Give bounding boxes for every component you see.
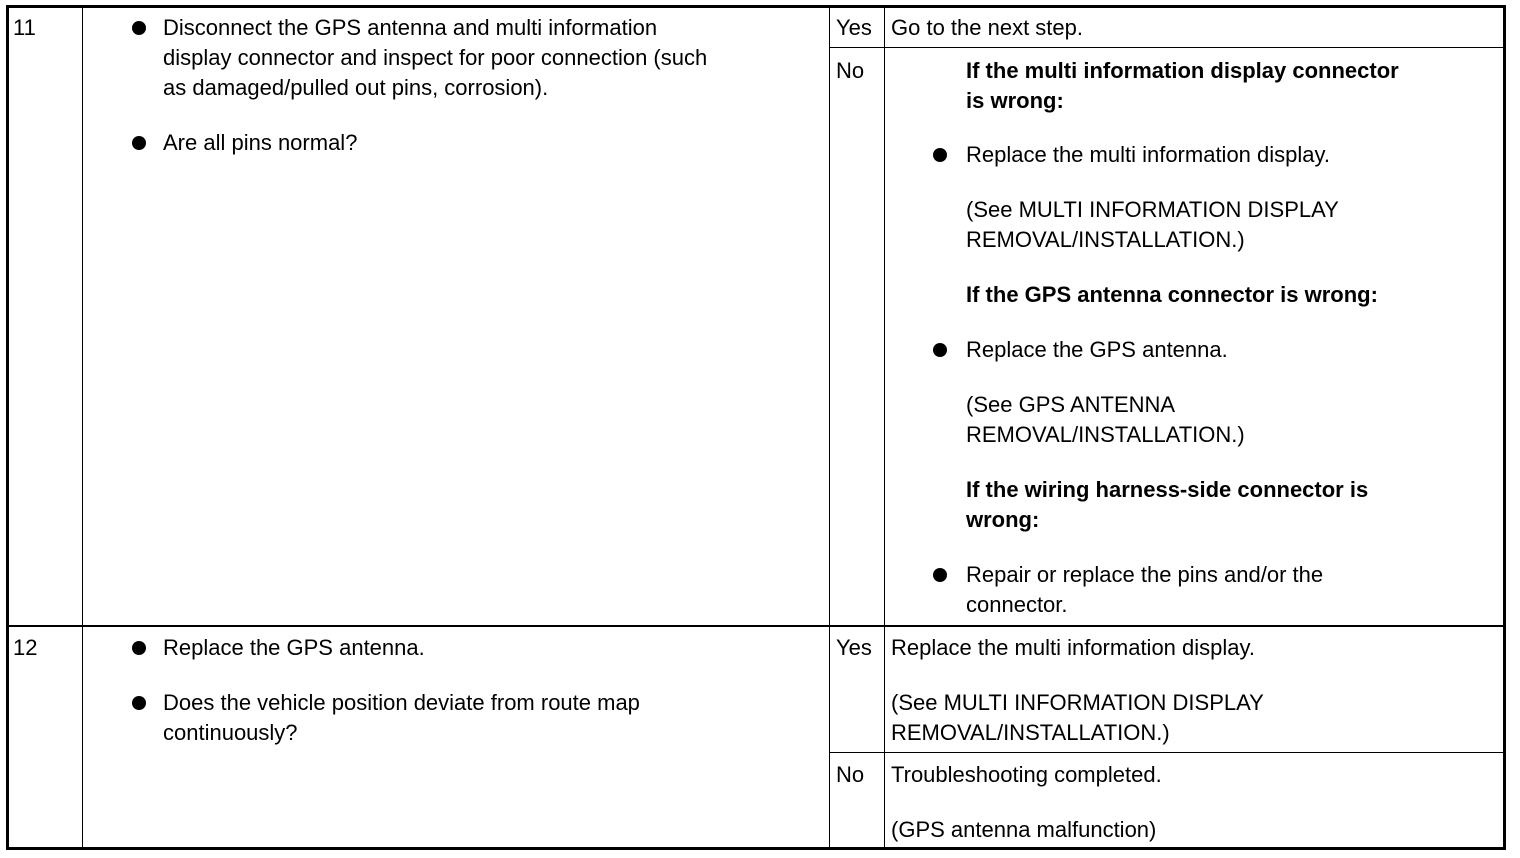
action-line: display connector and inspect for poor c…	[163, 45, 708, 70]
bullet-icon	[933, 343, 947, 357]
action-line: Replace the GPS antenna.	[163, 635, 425, 660]
yes-label: Yes	[836, 635, 872, 660]
bullet-icon	[132, 136, 146, 150]
yes-result: Replace the multi information display.	[891, 635, 1255, 660]
row11-yes-no-divider	[829, 47, 1506, 48]
column-divider-step	[82, 6, 83, 849]
reference-text: REMOVAL/INSTALLATION.)	[891, 720, 1170, 745]
remedy-text: connector.	[966, 592, 1068, 617]
no-label: No	[836, 58, 865, 83]
troubleshooting-table	[6, 5, 1506, 850]
remedy-text: Replace the GPS antenna.	[966, 337, 1228, 362]
reference-text: (See GPS ANTENNA	[966, 392, 1176, 417]
reference-text: REMOVAL/INSTALLATION.)	[966, 422, 1245, 447]
remedy-text: Repair or replace the pins and/or the	[966, 562, 1324, 587]
result-note: (GPS antenna malfunction)	[891, 817, 1157, 842]
no-result: Troubleshooting completed.	[891, 762, 1162, 787]
bullet-icon	[132, 21, 146, 35]
action-question: Are all pins normal?	[163, 130, 358, 155]
condition-heading: If the multi information display connect…	[966, 58, 1399, 83]
action-question: continuously?	[163, 720, 298, 745]
yes-label: Yes	[836, 15, 872, 40]
no-label: No	[836, 762, 865, 787]
bullet-icon	[933, 148, 947, 162]
remedy-text: Replace the multi information display.	[966, 142, 1330, 167]
step-number: 11	[13, 15, 36, 40]
bullet-icon	[933, 568, 947, 582]
yes-result: Go to the next step.	[891, 15, 1084, 40]
row-divider	[6, 625, 1506, 627]
action-line: Disconnect the GPS antenna and multi inf…	[163, 15, 658, 40]
reference-text: REMOVAL/INSTALLATION.)	[966, 227, 1245, 252]
bullet-icon	[132, 696, 146, 710]
step-number: 12	[13, 635, 38, 660]
action-line: as damaged/pulled out pins, corrosion).	[163, 75, 549, 100]
action-question: Does the vehicle position deviate from r…	[163, 690, 640, 715]
row12-yes-no-divider	[829, 752, 1506, 753]
condition-heading: If the GPS antenna connector is wrong:	[966, 282, 1378, 307]
reference-text: (See MULTI INFORMATION DISPLAY	[891, 690, 1264, 715]
column-divider-action	[829, 6, 830, 849]
bullet-icon	[132, 641, 146, 655]
reference-text: (See MULTI INFORMATION DISPLAY	[966, 197, 1339, 222]
condition-heading: wrong:	[966, 507, 1040, 532]
column-divider-result	[884, 6, 885, 849]
condition-heading: If the wiring harness-side connector is	[966, 477, 1369, 502]
condition-heading: is wrong:	[966, 88, 1064, 113]
